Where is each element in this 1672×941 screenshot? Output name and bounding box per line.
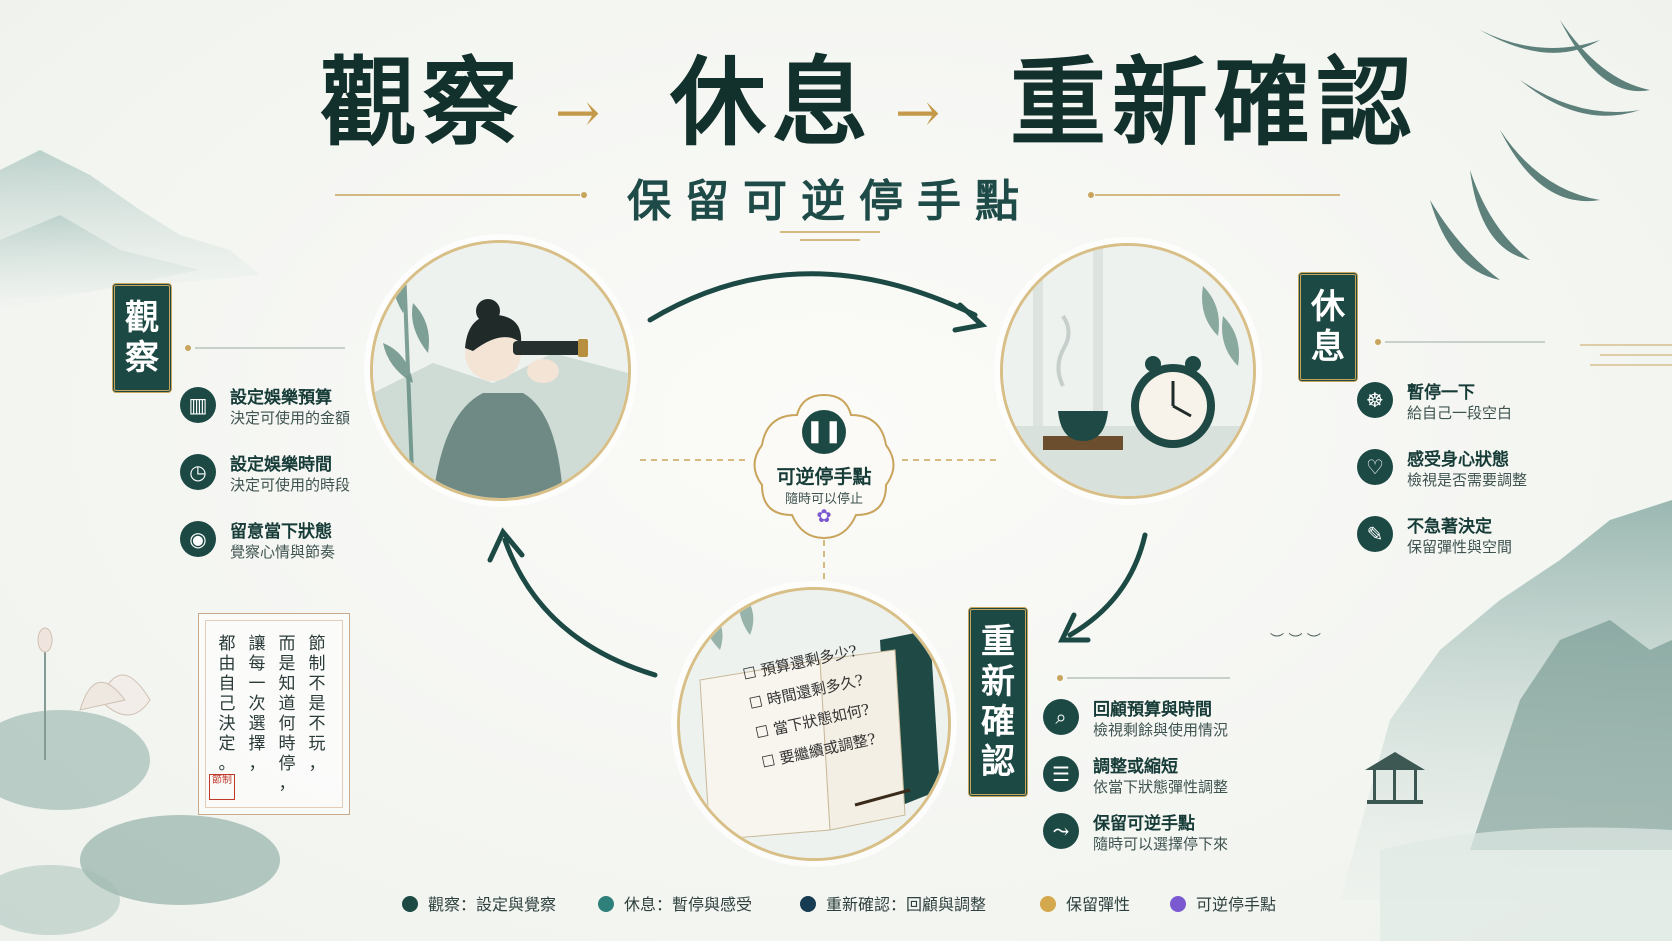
pavilion-icon bbox=[1365, 752, 1425, 804]
title-arrow-1: → bbox=[555, 81, 601, 144]
legend-item: 保留彈性 bbox=[1040, 891, 1130, 915]
label-rest: 休息 bbox=[1298, 272, 1358, 382]
legend-dot bbox=[1040, 896, 1056, 912]
legend-dot bbox=[402, 896, 418, 912]
arrow-observe-to-rest bbox=[647, 271, 978, 323]
legend-item: 休息：暫停與感受 bbox=[598, 891, 752, 915]
legend-dot bbox=[598, 896, 614, 912]
lotus-icon: ✿ bbox=[816, 506, 832, 527]
observe-item-time: ◷ 設定娛樂時間 決定可使用的時段 bbox=[180, 450, 380, 504]
rest-item-feel: ♡ 感受身心狀態 檢視是否需要調整 bbox=[1357, 445, 1557, 499]
feather-icon: ✎ bbox=[1357, 516, 1393, 552]
reconfirm-item-stop-point: ⤳ 保留可逆手點 隨時可以選擇停下來 bbox=[1043, 809, 1243, 863]
checklist-book-illustration bbox=[680, 590, 948, 858]
quote-card: 節制不是不玩， 而是知道何時停， 讓每一次選擇， 都由自己決定。 節制 bbox=[198, 613, 350, 815]
stop-point-title: 可逆停手點 bbox=[776, 466, 872, 488]
rest-illustration bbox=[1000, 243, 1256, 499]
telescope-person-illustration bbox=[373, 243, 628, 498]
legend-label: 可逆停手點 bbox=[1196, 895, 1277, 914]
tea-clock-illustration bbox=[1003, 246, 1253, 496]
quote-column-2: 而是知道何時停， bbox=[278, 634, 296, 794]
arrow-reconfirm-to-observe bbox=[502, 537, 658, 678]
title-arrow-2: → bbox=[895, 81, 941, 144]
clock-icon: ◷ bbox=[180, 454, 216, 490]
reconfirm-item-adjust: ☰ 調整或縮短 依當下狀態彈性調整 bbox=[1043, 752, 1243, 806]
eye-icon: ◉ bbox=[180, 521, 216, 557]
reconfirm-illustration: ☐ 預算還剩多少? ☐ 時間還剩多久? ☐ 當下狀態如何? ☐ 要繼續或調整? bbox=[677, 587, 951, 861]
legend-label: 休息：暫停與感受 bbox=[624, 895, 753, 914]
sliders-icon: ☰ bbox=[1043, 756, 1079, 792]
rest-item-pause: ☸ 暫停一下 給自己一段空白 bbox=[1357, 378, 1557, 432]
title-word-rest: 休息 bbox=[670, 46, 874, 159]
label-observe: 觀察 bbox=[112, 283, 172, 393]
stop-point-desc: 隨時可以停止 bbox=[784, 492, 863, 507]
observe-item-budget: ▥ 設定娛樂預算 決定可使用的金額 bbox=[180, 383, 380, 437]
title-word-reconfirm: 重新確認 bbox=[1010, 46, 1418, 159]
quote-column-4: 都由自己決定。 bbox=[218, 634, 236, 774]
legend-dot bbox=[800, 896, 816, 912]
subtitle: 保留可逆停手點 bbox=[627, 176, 1033, 227]
pause-icon: ❚❚ bbox=[802, 410, 846, 454]
quote-column-3: 讓每一次選擇， bbox=[248, 634, 266, 774]
rest-item-wait: ✎ 不急著決定 保留彈性與空間 bbox=[1357, 512, 1557, 566]
legend-label: 重新確認：回顧與調整 bbox=[826, 895, 987, 914]
legend-label: 觀察：設定與覺察 bbox=[428, 895, 557, 914]
legend-label: 保留彈性 bbox=[1066, 895, 1131, 914]
lotus-leaves bbox=[0, 627, 280, 935]
legend-item: 重新確認：回顧與調整 bbox=[800, 891, 986, 915]
label-reconfirm: 重新確認 bbox=[968, 607, 1028, 797]
search-icon: ⌕ bbox=[1043, 699, 1079, 735]
reversible-stop-point: ❚❚ 可逆停手點 隨時可以停止 ✿ bbox=[746, 390, 902, 540]
bamboo-leaves bbox=[1430, 20, 1650, 280]
legend-dot bbox=[1170, 896, 1186, 912]
legend-item: 可逆停手點 bbox=[1170, 891, 1276, 915]
meditation-icon: ☸ bbox=[1357, 382, 1393, 418]
bar-chart-icon: ▥ bbox=[180, 387, 216, 423]
arrow-rest-to-reconfirm bbox=[1067, 532, 1148, 638]
cloud-frame bbox=[753, 393, 895, 540]
quote-column-1: 節制不是不玩， bbox=[308, 634, 326, 774]
reconfirm-item-review: ⌕ 回顧預算與時間 檢視剩餘與使用情況 bbox=[1043, 695, 1243, 749]
seal-stamp: 節制 bbox=[209, 774, 235, 800]
observe-item-state: ◉ 留意當下狀態 覺察心情與節奏 bbox=[180, 517, 380, 571]
svg-text:︶ ︶ ︶: ︶ ︶ ︶ bbox=[1270, 633, 1321, 649]
branch-icon: ⤳ bbox=[1043, 813, 1079, 849]
legend-item: 觀察：設定與覺察 bbox=[402, 891, 556, 915]
heart-icon: ♡ bbox=[1357, 449, 1393, 485]
observe-illustration bbox=[370, 240, 631, 501]
title-word-observe: 觀察 bbox=[320, 46, 524, 159]
main-title: 觀察 → 休息 → 重新確認 bbox=[0, 48, 1672, 158]
